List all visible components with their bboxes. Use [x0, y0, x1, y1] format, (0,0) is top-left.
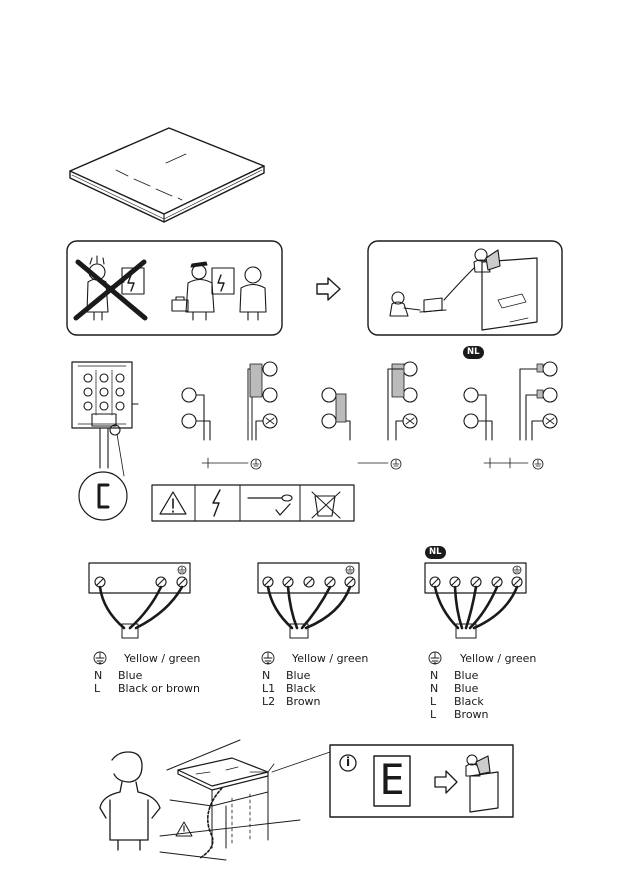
- legend-color: Black: [286, 682, 316, 695]
- legend-code: N: [262, 669, 271, 682]
- warning-strip: [151, 484, 355, 522]
- legend-code: L: [430, 708, 437, 721]
- electrician-icon: [171, 261, 267, 321]
- legend-1-row: N Blue: [94, 669, 142, 682]
- hob-icon: [69, 127, 265, 223]
- terminal-block: [71, 361, 139, 521]
- legend-3-row: L Brown: [430, 708, 489, 721]
- nl-badge-bottom: NL: [425, 546, 446, 559]
- callout-box: [329, 744, 514, 818]
- info-icon: [339, 754, 357, 772]
- legend-color: Blue: [454, 682, 479, 695]
- legend-code: L2: [262, 695, 276, 708]
- wiring-diagram-1: [88, 562, 191, 639]
- no-diy-icon: [73, 255, 148, 321]
- legend-2-row: L1 Black: [262, 682, 316, 695]
- warning-icon: [159, 491, 187, 515]
- legend-2-row: L2 Brown: [262, 695, 321, 708]
- legend-color: Brown: [286, 695, 321, 708]
- ground-icon: [250, 458, 262, 470]
- nl-badge-top: NL: [463, 346, 484, 359]
- screwdriver-icon: [247, 494, 293, 516]
- instruction-box-right: [367, 240, 563, 336]
- person-figure: [99, 751, 161, 851]
- error-display: [373, 755, 411, 807]
- legend-code: N: [94, 669, 103, 682]
- manual-icon: [389, 248, 538, 331]
- legend-code: L: [94, 682, 101, 695]
- legend-ground-icons: [93, 651, 442, 665]
- legend-code: N: [430, 669, 439, 682]
- legend-1-ground: Yellow / green: [124, 652, 201, 665]
- lightning-icon: [212, 489, 221, 517]
- legend-code: L1: [262, 682, 276, 695]
- bridge-config-3: [463, 361, 558, 470]
- legend-2-ground: Yellow / green: [292, 652, 369, 665]
- legend-code: N: [430, 682, 439, 695]
- legend-3-row: N Blue: [430, 682, 478, 695]
- legend-code: L: [430, 695, 437, 708]
- legend-color: Blue: [454, 669, 479, 682]
- legend-1-row: L Black or brown: [94, 682, 200, 695]
- info-glyph: i: [345, 755, 351, 769]
- cabinet-scene: [159, 739, 331, 861]
- wiring-diagram-3: [424, 562, 527, 639]
- callout-arrow-icon: [434, 770, 458, 794]
- legend-color: Black: [454, 695, 484, 708]
- instruction-box-left: [66, 240, 283, 336]
- no-bin-icon: [311, 491, 341, 519]
- arrow-right-icon: [316, 277, 341, 301]
- legend-color: Blue: [286, 669, 311, 682]
- legend-color: Black or brown: [118, 682, 200, 695]
- legend-3-row: N Blue: [430, 669, 478, 682]
- bridge-config-2: [321, 361, 418, 470]
- bridge-config-1: [181, 361, 278, 470]
- legend-2-row: N Blue: [262, 669, 310, 682]
- legend-color: Brown: [454, 708, 489, 721]
- error-code: E: [379, 755, 405, 804]
- legend-color: Blue: [118, 669, 143, 682]
- wiring-diagram-2: [257, 562, 360, 639]
- callout-manual-icon: [465, 754, 499, 813]
- legend-3-ground: Yellow / green: [460, 652, 537, 665]
- legend-3-row: L Black: [430, 695, 484, 708]
